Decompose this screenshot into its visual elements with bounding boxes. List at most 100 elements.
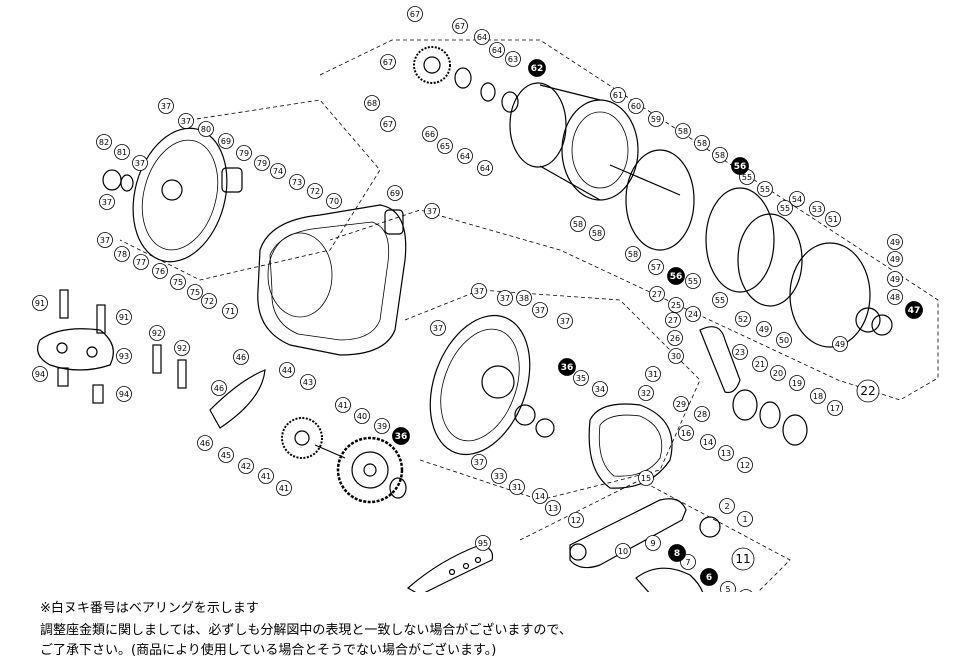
part-callout-94: 94 [116, 386, 132, 402]
svg-text:64: 64 [477, 33, 487, 42]
part-callout-72: 72 [201, 293, 217, 309]
part-callout-12: 12 [737, 457, 753, 473]
svg-text:41: 41 [338, 401, 348, 410]
bearing-note: ※白ヌキ番号はベアリングを示します [40, 601, 259, 616]
svg-text:61: 61 [613, 91, 623, 100]
part-callout-7: 7 [680, 554, 696, 570]
svg-text:66: 66 [425, 130, 435, 139]
part-callout-41: 41 [335, 397, 351, 413]
handle-knob [635, 567, 705, 619]
part-callout-64: 64 [477, 160, 493, 176]
svg-text:37: 37 [535, 306, 545, 315]
svg-text:93: 93 [119, 352, 129, 361]
svg-text:34: 34 [595, 385, 605, 394]
svg-text:67: 67 [383, 58, 393, 67]
svg-text:17: 17 [830, 404, 840, 413]
part-callout-67: 67 [407, 6, 423, 22]
side-plate-left [132, 127, 228, 263]
svg-text:53: 53 [812, 205, 822, 214]
svg-text:72: 72 [204, 297, 214, 306]
svg-text:13: 13 [721, 449, 731, 458]
svg-text:10: 10 [618, 547, 628, 556]
part-callout-46: 46 [211, 380, 227, 396]
part-callout-68: 68 [364, 95, 380, 111]
part-callout-43: 43 [300, 374, 316, 390]
svg-text:70: 70 [329, 197, 339, 206]
svg-text:52: 52 [738, 315, 748, 324]
svg-text:32: 32 [641, 389, 651, 398]
svg-text:35: 35 [576, 374, 586, 383]
parts-artwork [37, 39, 939, 641]
svg-text:80: 80 [201, 125, 211, 134]
bearing-callout-56: 56 [731, 157, 749, 175]
svg-text:19: 19 [792, 379, 802, 388]
svg-text:64: 64 [460, 152, 470, 161]
svg-text:20: 20 [773, 369, 783, 378]
part-callout-49: 49 [756, 321, 772, 337]
handle-arm [569, 498, 687, 569]
part-callout-37: 37 [99, 194, 115, 210]
knob-82 [102, 169, 122, 191]
svg-text:82: 82 [99, 138, 109, 147]
part-callout-13: 13 [718, 445, 734, 461]
part-callout-41: 41 [258, 468, 274, 484]
part-callout-65: 65 [437, 138, 453, 154]
svg-text:37: 37 [474, 287, 484, 296]
svg-text:9: 9 [650, 539, 655, 548]
svg-text:41: 41 [279, 484, 289, 493]
svg-text:40: 40 [357, 412, 367, 421]
part-callout-92: 92 [149, 325, 165, 341]
bolt-91-a [59, 289, 69, 319]
part-callout-67: 67 [452, 18, 468, 34]
svg-text:49: 49 [759, 325, 769, 334]
part-callout-58: 58 [570, 216, 586, 232]
svg-text:39: 39 [377, 422, 387, 431]
svg-text:58: 58 [592, 229, 602, 238]
svg-text:37: 37 [161, 102, 171, 111]
part-callout-37: 37 [424, 203, 440, 219]
svg-text:27: 27 [652, 290, 662, 299]
bearing-callout-56: 56 [667, 267, 685, 285]
rod-clamp [37, 328, 114, 371]
svg-text:25: 25 [671, 301, 681, 310]
part-callout-34: 34 [592, 381, 608, 397]
svg-text:22: 22 [860, 384, 875, 398]
part-callout-75: 75 [187, 284, 203, 300]
part-callout-49: 49 [887, 234, 903, 250]
part-callout-55: 55 [685, 273, 701, 289]
part-callout-71: 71 [222, 303, 238, 319]
svg-text:72: 72 [310, 187, 320, 196]
part-callout-91: 91 [32, 295, 48, 311]
part-callout-55: 55 [777, 200, 793, 216]
part-callout-49: 49 [887, 251, 903, 267]
svg-text:36: 36 [395, 432, 408, 442]
svg-text:75: 75 [173, 278, 183, 287]
svg-text:37: 37 [500, 294, 510, 303]
part-callout-40: 40 [354, 408, 370, 424]
part-callout-9: 9 [645, 535, 661, 551]
part-callout-52: 52 [735, 311, 751, 327]
svg-text:14: 14 [535, 492, 545, 501]
part-callout-31: 31 [645, 366, 661, 382]
part-callout-74: 74 [270, 163, 286, 179]
part-callout-15: 15 [638, 470, 654, 486]
bearing-callout-6: 6 [700, 568, 718, 586]
svg-text:64: 64 [492, 46, 502, 55]
nut-94-b [92, 384, 104, 404]
part-callout-14: 14 [700, 434, 716, 450]
pinion-gear [413, 46, 451, 84]
part-callout-20: 20 [770, 365, 786, 381]
svg-text:26: 26 [670, 334, 680, 343]
svg-text:67: 67 [410, 10, 420, 19]
part-callout-2: 2 [719, 498, 735, 514]
part-callout-50: 50 [776, 332, 792, 348]
part-callout-42: 42 [238, 458, 254, 474]
part-callout-78: 78 [114, 246, 130, 262]
part-callout-37: 37 [532, 302, 548, 318]
part-callout-37: 37 [471, 283, 487, 299]
svg-text:21: 21 [755, 360, 765, 369]
assembly-callout-22: 22 [856, 379, 880, 403]
svg-text:73: 73 [292, 178, 302, 187]
svg-text:43: 43 [303, 378, 313, 387]
svg-text:57: 57 [651, 263, 661, 272]
